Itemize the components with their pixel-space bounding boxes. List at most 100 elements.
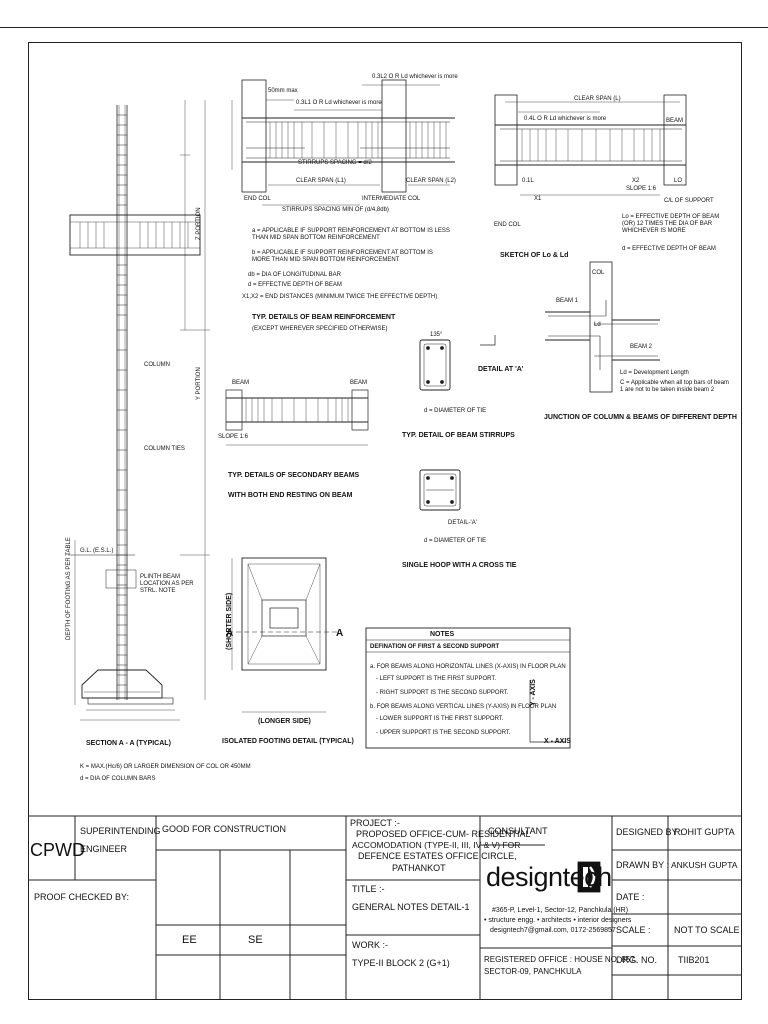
sketch-support: C/L OF SUPPORT — [664, 198, 714, 204]
end-col-label: END COL — [244, 196, 271, 202]
project-line-3: DEFENCE ESTATES OFFICE CIRCLE, — [358, 851, 517, 861]
note-x: X1,X2 = END DISTANCES (MINIMUM TWICE THE… — [242, 294, 438, 300]
section-a-left: A — [226, 628, 234, 639]
sketch-slope: SLOPE 1:6 — [626, 186, 657, 192]
project-line-2: ACCOMODATION (TYPE-II, III, IV & V) FOR — [352, 840, 521, 850]
title-beam-stirrups: TYP. DETAIL OF BEAM STIRRUPS — [402, 432, 515, 439]
d-dia-tie: d = DIAMETER OF TIE — [424, 408, 487, 414]
y-portion-label: Y PORTION — [196, 367, 202, 400]
stirrup-diagram — [419, 335, 496, 391]
c-note: C = Applicable when all top bars of beam… — [620, 380, 729, 393]
hoop-diagram — [419, 469, 461, 511]
sketch-clear-span: CLEAR SPAN (L) — [574, 96, 621, 102]
depth-label: DEPTH OF FOOTING AS PER TABLE — [66, 537, 72, 640]
notes-b: b. FOR BEAMS ALONG VERTICAL LINES (Y-AXI… — [370, 704, 557, 710]
notes-box — [365, 627, 571, 749]
page-top-rule — [0, 27, 768, 28]
junction-diagram — [545, 261, 660, 393]
firm-name: designtech — [486, 862, 612, 892]
secondary-beam-diagram — [225, 389, 369, 446]
note-k: K = MAX.(Hc/6) OR LARGER DIMENSION OF CO… — [80, 764, 251, 770]
registered-office-1: REGISTERED OFFICE : HOUSE NO. 857, — [484, 955, 637, 964]
stirrup-spacing-label: STIRRUPS SPACING = d/2 — [298, 160, 372, 166]
superintending-label: SUPERINTENDING — [80, 826, 161, 836]
title-beam-reinforcement: TYP. DETAILS OF BEAM REINFORCEMENT — [252, 314, 396, 321]
designed-by-value: ROHIT GUPTA — [674, 827, 735, 837]
sketch-lo: LO — [674, 178, 683, 184]
junction-ld: Ld — [594, 322, 601, 328]
notes-a2: - RIGHT SUPPORT IS THE SECOND SUPPORT. — [376, 690, 509, 696]
designed-by-label: DESIGNED BY : — [616, 827, 683, 837]
cpwd-label: CPWD — [30, 840, 85, 860]
title-sketch-lo-ld: SKETCH OF Lo & Ld — [500, 252, 569, 259]
firm-contact: designtech7@gmail.com, 0172-2569857 — [490, 927, 616, 934]
notes-b1: - LOWER SUPPORT IS THE FIRST SUPPORT. — [376, 716, 504, 722]
d-note: d = EFFECTIVE DEPTH OF BEAM — [622, 246, 716, 252]
note-d: d = EFFECTIVE DEPTH OF BEAM — [248, 282, 342, 288]
drawing-sheet-border — [28, 42, 742, 1000]
note-db: db = DIA OF LONGITUDINAL BAR — [248, 272, 341, 278]
gl-label: G.L. (E.S.L.) — [80, 548, 114, 554]
notes-title: NOTES — [430, 631, 455, 638]
beam-note-03l1: 0.3L1 O R Ld whichever is more — [296, 100, 382, 106]
firm-address: #365-P, Level-1, Sector-12, Panchkula (H… — [492, 907, 629, 914]
title-block-grid — [28, 815, 742, 1000]
ee-label: EE — [182, 934, 197, 946]
junction-beam1: BEAM 1 — [556, 298, 579, 304]
beam-note-03l2: 0.3L2 O R Ld whichever is more — [372, 74, 458, 80]
note-b: b = APPLICABLE IF SUPPORT REINFORCEMENT … — [252, 250, 433, 263]
drawn-by-label: DRAWN BY : — [616, 860, 670, 870]
title-secondary-beams: TYP. DETAILS OF SECONDARY BEAMS WITH BOT… — [228, 472, 360, 499]
notes-a: a. FOR BEAMS ALONG HORIZONTAL LINES (X-A… — [370, 664, 566, 670]
project-line-4: PATHANKOT — [392, 863, 446, 873]
notes-a1: - LEFT SUPPORT IS THE FIRST SUPPORT. — [376, 676, 497, 682]
sketch-x1: X1 — [534, 196, 542, 202]
proof-checked-by: PROOF CHECKED BY: — [34, 892, 130, 902]
project-line-1: PROPOSED OFFICE-CUM- RESIDENTIAL — [356, 829, 531, 839]
column-label: COLUMN — [144, 362, 171, 368]
stirrup-spacing-min: STIRRUPS SPACING MIN OF (d/4,8db) — [282, 207, 389, 213]
work-label: WORK :- — [352, 940, 388, 950]
secondary-beam-left: BEAM — [232, 380, 250, 386]
detail-a2-label: DETAIL-'A' — [448, 520, 477, 526]
title-isolated-footing: ISOLATED FOOTING DETAIL (TYPICAL) — [222, 738, 354, 745]
title-section-aa: SECTION A - A (TYPICAL) — [86, 740, 171, 747]
se-label: SE — [248, 934, 263, 946]
secondary-beam-right: BEAM — [350, 380, 368, 386]
sketch-x2: X2 — [632, 178, 640, 184]
note-dcol: d = DIA OF COLUMN BARS — [80, 776, 156, 782]
registered-office-2: SECTOR-09, PANCHKULA — [484, 967, 582, 976]
date-label: DATE : — [616, 892, 645, 902]
title-junction: JUNCTION OF COLUMN & BEAMS OF DIFFERENT … — [544, 414, 737, 421]
detail-a-label: DETAIL AT 'A' — [478, 366, 524, 373]
scale-label: SCALE : — [616, 925, 651, 935]
good-for-construction: GOOD FOR CONSTRUCTION — [162, 824, 286, 834]
consultant-label: CONSULTANT — [488, 826, 548, 836]
drg-no-value: TIIB201 — [678, 955, 710, 965]
sketch-beam: BEAM — [666, 118, 684, 124]
sketch-lo-ld-diagram — [494, 94, 687, 196]
title-value: GENERAL NOTES DETAIL-1 — [352, 902, 470, 912]
work-value: TYPE-II BLOCK 2 (G+1) — [352, 958, 450, 968]
shorter-side-label: (SHORTER SIDE) — [226, 592, 233, 650]
beam-note-50mm: 50mm max — [268, 88, 298, 94]
subtitle-beam-reinforcement: (EXCEPT WHEREVER SPECIFIED OTHERWISE) — [252, 326, 388, 332]
stirrup-angle: 135° — [430, 332, 443, 338]
drawn-by-value: ANKUSH GUPTA — [671, 860, 738, 870]
y-axis-label: Y - AXIS — [530, 679, 537, 706]
junction-beam2: BEAM 2 — [630, 344, 653, 350]
sketch-note: 0.4L O R Ld whichever is more — [524, 116, 607, 122]
z-portion-label: Z PORTION — [196, 207, 202, 240]
title-single-hoop: SINGLE HOOP WITH A CROSS TIE — [402, 562, 517, 569]
secondary-slope: SLOPE 1:6 — [218, 434, 249, 440]
notes-b2: - UPPER SUPPORT IS THE SECOND SUPPORT. — [376, 730, 511, 736]
designtech-logo-icon — [577, 861, 601, 893]
lo-note: Lo = EFFECTIVE DEPTH OF BEAM (OR) 12 TIM… — [622, 214, 720, 234]
engineer-label: ENGINEER — [80, 844, 128, 854]
notes-subtitle: DEFINATION OF FIRST & SECOND SUPPORT — [370, 644, 500, 650]
drg-no-label: DRG. NO. — [616, 955, 658, 965]
x-axis-label: X - AXIS — [544, 738, 571, 745]
section-a-right: A — [336, 628, 344, 639]
firm-tagline: • structure engg. • architects • interio… — [484, 917, 632, 924]
title-label: TITLE :- — [352, 884, 385, 894]
